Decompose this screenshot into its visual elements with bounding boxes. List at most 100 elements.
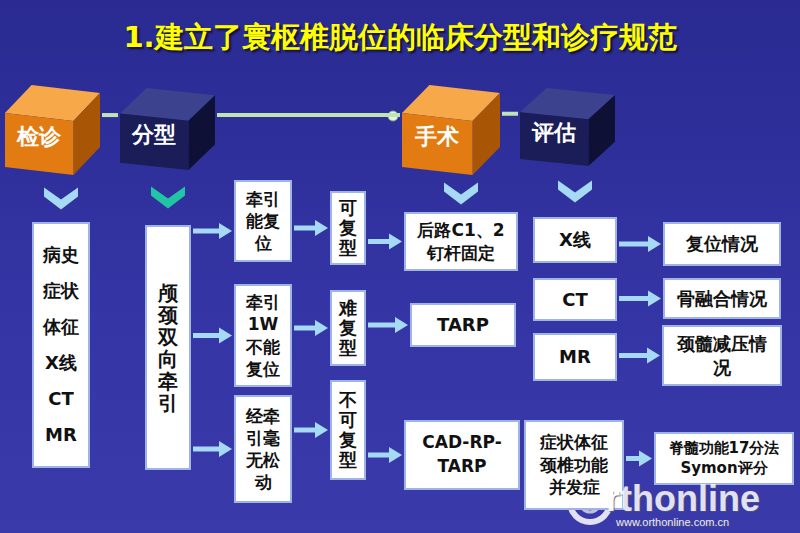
box-text: 骨融合情况 — [677, 287, 767, 310]
connector-arrow — [368, 317, 408, 333]
connector-arrow — [193, 441, 232, 457]
chevron-head — [151, 187, 185, 209]
connector-arrow — [193, 223, 232, 239]
process-box: 颈髓减压情 况 — [662, 325, 782, 386]
cube-front — [120, 114, 188, 170]
connector-arrow — [558, 168, 592, 215]
cube-label: 评估 — [520, 111, 588, 155]
connector-path — [294, 326, 316, 331]
box-text: 脊髓功能17分法 Symon评分 — [659, 439, 789, 478]
chevron-head — [444, 183, 478, 205]
connector-path — [217, 113, 400, 117]
cube-heading: 检诊 — [5, 85, 100, 175]
box-text: 牵引 能复 位 — [239, 188, 287, 254]
vertical-box: 可复型 — [330, 191, 366, 265]
cube-label: 手术 — [402, 112, 473, 162]
connector-arrow — [626, 451, 652, 467]
watermark: rthonline — [606, 478, 760, 520]
connector-path — [102, 113, 118, 117]
box-text: 颈髓减压情 况 — [667, 332, 777, 379]
connector-path — [461, 177, 462, 210]
connector-arrow — [217, 115, 400, 116]
box-text: 牵引 1W 不能 复位 — [239, 291, 287, 379]
process-box: X线 — [533, 217, 617, 263]
box-text: MR — [559, 345, 591, 368]
connector-arrow — [368, 447, 402, 463]
arrow-head — [389, 234, 402, 250]
connector-path — [368, 453, 390, 458]
connector-path — [294, 226, 316, 231]
arrow-head — [219, 328, 232, 344]
connector-arrow — [444, 177, 478, 210]
cube-heading: 分型 — [120, 88, 215, 170]
arrow-head — [395, 317, 408, 333]
connector-path — [61, 177, 62, 220]
box-text: 不可复型 — [339, 390, 357, 469]
process-box: TARP — [410, 303, 516, 347]
connector-arrow — [294, 220, 328, 236]
cube-front — [520, 112, 588, 166]
connector-path — [193, 447, 220, 452]
process-box: 骨融合情况 — [663, 278, 781, 319]
box-text: 可复型 — [339, 198, 357, 257]
cube-side — [588, 95, 615, 166]
connector-path — [619, 296, 649, 301]
process-box: 病史 症状 体征 X线 CT MR — [32, 222, 90, 468]
arrow-head — [648, 236, 661, 252]
process-box: 复位情况 — [663, 222, 781, 266]
arrow-head — [219, 441, 232, 457]
connector-path — [368, 323, 396, 328]
cube-label: 分型 — [120, 113, 188, 159]
process-box: 经牵 引毫 无松 动 — [234, 395, 292, 503]
cube-side — [473, 93, 500, 175]
process-box: CT — [533, 278, 617, 321]
connector-path — [626, 456, 640, 461]
connector-path — [168, 172, 169, 223]
arrow-head — [389, 447, 402, 463]
box-text: 病史 症状 体征 X线 CT MR — [37, 237, 85, 453]
box-text: CT — [562, 288, 588, 311]
arrow-head — [315, 220, 328, 236]
connector-path — [294, 428, 316, 433]
cube-label: 检诊 — [5, 112, 73, 162]
connector-arrow — [151, 172, 185, 223]
box-text: 颅颈双向牵引 — [158, 282, 178, 414]
connector-arrow — [294, 320, 328, 336]
arrow-head — [219, 223, 232, 239]
arrow-head — [647, 348, 660, 364]
box-text: 后路C1、2 钉杆固定 — [409, 219, 513, 263]
connector-arrow — [294, 422, 328, 438]
vertical-box: 难复型 — [330, 290, 366, 366]
arrow-head — [639, 451, 652, 467]
process-box: MR — [533, 333, 617, 381]
box-text: CAD-RP- TARP — [409, 431, 515, 479]
connector-path — [619, 242, 649, 247]
connector-arrow — [502, 113, 518, 114]
chevron-head — [44, 188, 78, 210]
process-box: 牵引 能复 位 — [234, 180, 292, 262]
cube-heading: 评估 — [520, 88, 615, 166]
chevron-head — [558, 181, 592, 203]
connector-path — [575, 168, 576, 215]
connector-arrow — [619, 348, 660, 364]
cube-heading: 手术 — [402, 85, 500, 175]
process-box: CAD-RP- TARP — [404, 420, 520, 490]
connector-arrow — [619, 291, 661, 307]
box-text: 难复型 — [339, 298, 357, 357]
cube-front — [5, 113, 73, 175]
connector-arrow — [193, 328, 232, 344]
watermark-url: www.orthonline.com.cn — [616, 516, 729, 528]
box-text: 症状体征 颈椎功能 并发症 — [529, 431, 619, 500]
arrow-head — [648, 291, 661, 307]
connector-path — [619, 353, 648, 358]
process-box: 牵引 1W 不能 复位 — [234, 284, 292, 387]
connector-path — [193, 333, 220, 338]
vertical-box: 不可复型 — [330, 380, 366, 480]
box-text: 经牵 引毫 无松 动 — [239, 405, 287, 493]
connector-arrow — [368, 234, 402, 250]
connector-arrow — [102, 115, 118, 116]
cube-side — [73, 93, 100, 175]
connector-path — [502, 112, 518, 116]
cube-front — [402, 113, 473, 175]
connector-arrow — [44, 177, 78, 220]
